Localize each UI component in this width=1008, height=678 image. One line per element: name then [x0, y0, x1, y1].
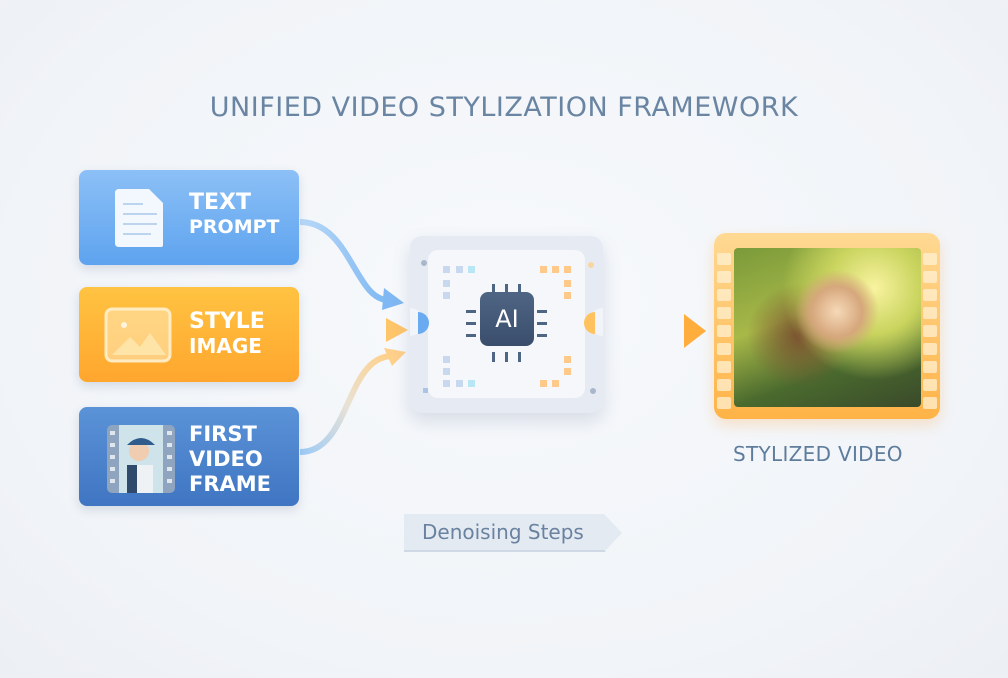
denoising-steps-label: Denoising Steps [422, 520, 584, 544]
circuit-decoration [410, 260, 603, 394]
card-label-line1: FIRST [189, 422, 257, 446]
diagram-title: UNIFIED VIDEO STYLIZATION FRAMEWORK [209, 92, 799, 123]
style-image-card: STYLE IMAGE [79, 287, 299, 382]
card-label-line3: FRAME [189, 472, 272, 496]
denoising-steps-tag [404, 514, 622, 552]
stylized-video-frame-image [734, 248, 921, 407]
image-icon [104, 307, 172, 363]
ai-chip-icon: AI [480, 292, 534, 346]
first-video-frame-card: FIRST VIDEO FRAME [79, 407, 299, 506]
card-label-line2: IMAGE [189, 334, 262, 358]
card-label-line2: PROMPT [189, 216, 280, 238]
card-label-line1: STYLE [189, 309, 265, 334]
card-label-line1: TEXT [189, 190, 252, 215]
card-label-line2: VIDEO [189, 447, 263, 471]
document-icon [115, 189, 163, 247]
stylized-video-label: STYLIZED VIDEO [733, 442, 903, 466]
video-frame-thumbnail [107, 425, 175, 493]
text-prompt-card: TEXT PROMPT [79, 170, 299, 265]
